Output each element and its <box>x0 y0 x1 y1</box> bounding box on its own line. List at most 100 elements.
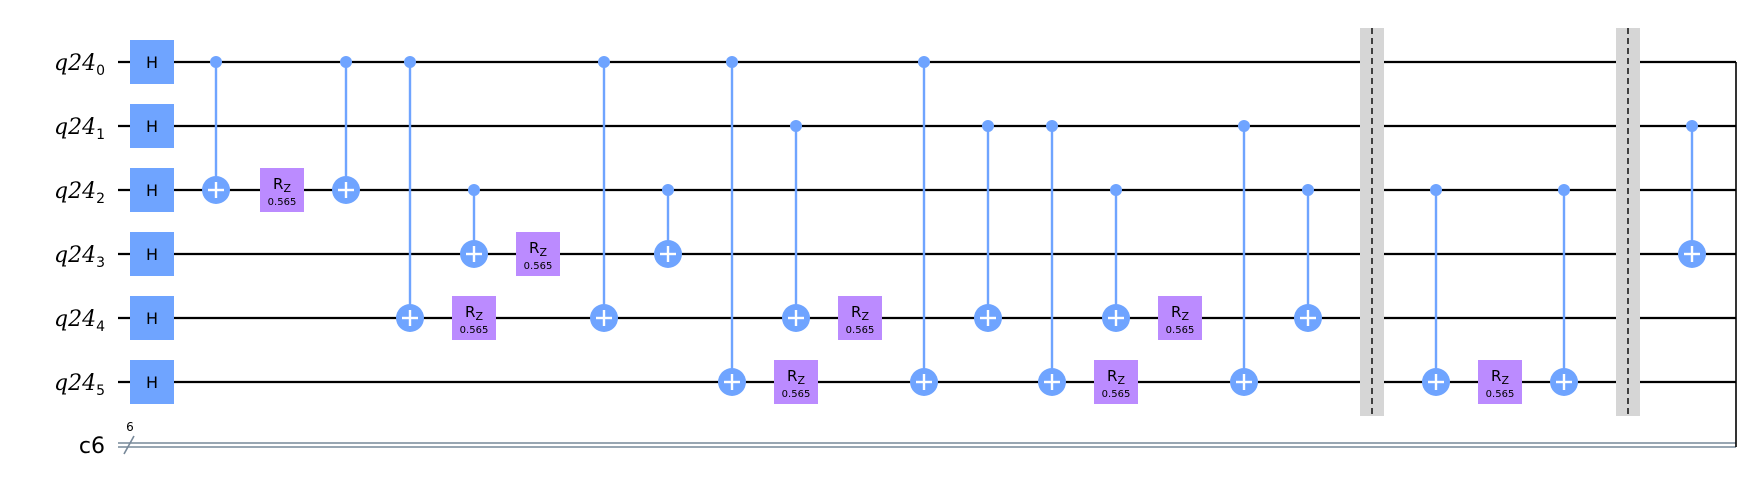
cx-gate <box>1678 120 1706 268</box>
rz-gate-letter: R <box>1107 367 1117 385</box>
qubit-index: 3 <box>96 255 105 271</box>
cx-control-dot <box>340 56 352 68</box>
rz-gate-label: RZ <box>1491 367 1509 387</box>
rz-gate-sub: Z <box>1181 310 1189 323</box>
barrier <box>1616 28 1640 416</box>
qubit-register-name: q24 <box>54 179 96 204</box>
rz-gate-box <box>1158 296 1202 340</box>
h-gate-label: H <box>146 53 158 72</box>
rz-gate-box <box>838 296 882 340</box>
rz-gate-label: RZ <box>787 367 805 387</box>
cx-gate <box>974 120 1002 332</box>
rz-gate-param: 0.565 <box>1102 389 1131 400</box>
h-gate-label: H <box>146 245 158 264</box>
barrier <box>1360 28 1384 416</box>
h-gate: H <box>130 40 174 84</box>
rz-gate-label: RZ <box>529 239 547 259</box>
circuit-operations: HHHHHHRZ0.565RZ0.565RZ0.565RZ0.565RZ0.56… <box>130 28 1706 416</box>
rz-gate-box <box>260 168 304 212</box>
cx-control-dot <box>1686 120 1698 132</box>
rz-gate-label: RZ <box>273 175 291 195</box>
qubit-label-4: q244 <box>54 307 105 335</box>
cx-control-dot <box>1046 120 1058 132</box>
cx-gate <box>1102 184 1130 332</box>
rz-gate-sub: Z <box>797 374 805 387</box>
qubit-register-name: q24 <box>54 51 96 76</box>
cx-control-dot <box>726 56 738 68</box>
h-gate-label: H <box>146 117 158 136</box>
rz-gate-sub: Z <box>475 310 483 323</box>
qubit-label-0: q240 <box>54 51 105 79</box>
h-gate-label: H <box>146 181 158 200</box>
h-gate: H <box>130 360 174 404</box>
rz-gate-letter: R <box>1491 367 1501 385</box>
rz-gate-param: 0.565 <box>846 325 875 336</box>
h-gate-box <box>130 104 174 148</box>
rz-gate-letter: R <box>529 239 539 257</box>
qubit-register-name: q24 <box>54 307 96 332</box>
h-gate-label: H <box>146 373 158 392</box>
rz-gate: RZ0.565 <box>1094 360 1138 404</box>
h-gate: H <box>130 232 174 276</box>
rz-gate-box <box>516 232 560 276</box>
rz-gate-letter: R <box>851 303 861 321</box>
qubit-index: 2 <box>96 191 105 207</box>
rz-gate-param: 0.565 <box>1166 325 1195 336</box>
h-gate-box <box>130 232 174 276</box>
cx-gate <box>654 184 682 268</box>
cx-control-dot <box>210 56 222 68</box>
cx-control-dot <box>1558 184 1570 196</box>
cx-control-dot <box>1430 184 1442 196</box>
h-gate: H <box>130 296 174 340</box>
cx-control-dot <box>662 184 674 196</box>
h-gate-box <box>130 168 174 212</box>
qubit-index: 0 <box>96 63 105 79</box>
cx-control-dot <box>918 56 930 68</box>
cx-control-dot <box>598 56 610 68</box>
qubit-register-name: q24 <box>54 115 96 140</box>
classical-register-label: c6 <box>79 434 105 459</box>
h-gate-box <box>130 296 174 340</box>
h-gate: H <box>130 168 174 212</box>
cx-control-dot <box>1302 184 1314 196</box>
cx-gate <box>1422 184 1450 396</box>
rz-gate-sub: Z <box>861 310 869 323</box>
cx-control-dot <box>790 120 802 132</box>
rz-gate: RZ0.565 <box>452 296 496 340</box>
rz-gate-param: 0.565 <box>782 389 811 400</box>
cx-control-dot <box>404 56 416 68</box>
qubit-label-5: q245 <box>54 371 105 399</box>
cx-gate <box>718 56 746 396</box>
cx-control-dot <box>1238 120 1250 132</box>
bus-slash <box>123 435 135 455</box>
cx-gate <box>782 120 810 332</box>
qubit-label-2: q242 <box>54 179 105 207</box>
cx-control-dot <box>468 184 480 196</box>
qubit-label-1: q241 <box>54 115 105 143</box>
rz-gate-box <box>1478 360 1522 404</box>
qubit-label-3: q243 <box>54 243 105 271</box>
qubit-register-name: q24 <box>54 371 96 396</box>
qubit-index: 4 <box>96 319 105 335</box>
h-gate-box <box>130 40 174 84</box>
h-gate-box <box>130 360 174 404</box>
bus-size-label: 6 <box>126 420 134 434</box>
rz-gate-box <box>1094 360 1138 404</box>
rz-gate: RZ0.565 <box>516 232 560 276</box>
cx-gate <box>396 56 424 332</box>
h-gate: H <box>130 104 174 148</box>
cx-gate <box>1038 120 1066 396</box>
rz-gate-sub: Z <box>1501 374 1509 387</box>
rz-gate-sub: Z <box>283 182 291 195</box>
cx-gate <box>590 56 618 332</box>
qubit-index: 1 <box>96 127 105 143</box>
rz-gate: RZ 0.565 <box>838 296 882 340</box>
rz-gate: RZ0.565 <box>1158 296 1202 340</box>
rz-gate-letter: R <box>273 175 283 193</box>
qubit-register-name: q24 <box>54 243 96 268</box>
rz-gate-box <box>452 296 496 340</box>
cx-gate <box>1230 120 1258 396</box>
rz-gate-letter: R <box>465 303 475 321</box>
rz-gate-letter: R <box>787 367 797 385</box>
